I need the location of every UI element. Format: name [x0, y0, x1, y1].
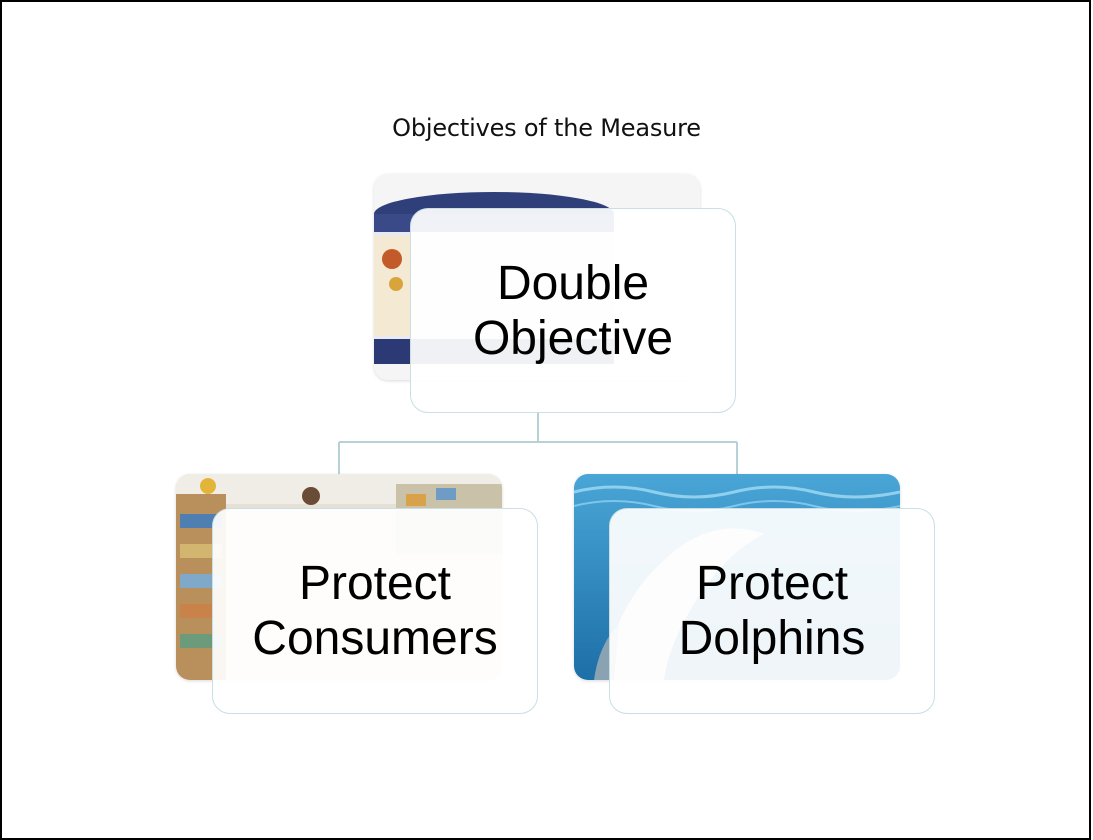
- root-node-label-line2: Objective: [472, 311, 674, 365]
- child-node-label-line1: Protect: [695, 557, 849, 610]
- child-node-protect-consumers: Protect Consumers: [212, 508, 538, 714]
- hierarchy-connectors: [338, 412, 738, 474]
- slide-title: Objectives of the Measure: [392, 114, 701, 142]
- child-node-label-line2: Dolphins: [678, 612, 866, 665]
- child-node-label-line2: Consumers: [252, 612, 498, 665]
- root-node-double-objective: Double Objective: [410, 208, 736, 413]
- child-node-protect-dolphins: Protect Dolphins: [609, 508, 935, 714]
- child-node-label: Protect Consumers: [252, 556, 497, 666]
- child-node-label-line1: Protect: [298, 557, 452, 610]
- child-node-label: Protect Dolphins: [679, 556, 866, 666]
- root-node-label: Double Objective: [473, 256, 673, 366]
- root-node-label-line1: Double: [496, 256, 650, 310]
